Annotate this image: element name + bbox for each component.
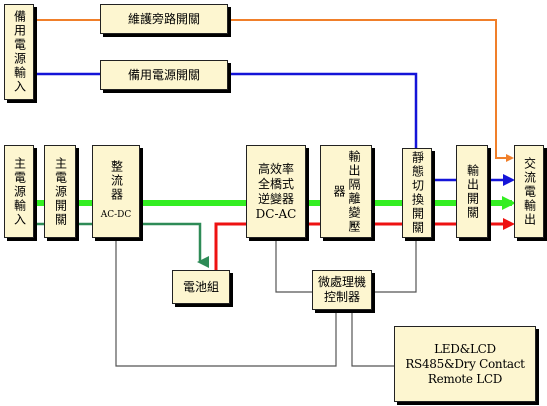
backup-input-box: 備用電源輸入 (4, 4, 34, 100)
bypass-maintenance-switch-box: 維護旁路開關 (100, 4, 228, 34)
rectifier-sublabel: AC-DC (100, 210, 132, 220)
mcu-line-2: 控制器 (323, 290, 360, 304)
output-switch-box: 輸出開關 (456, 145, 488, 238)
battery-charge-line (140, 222, 209, 268)
battery-discharge-line (214, 222, 246, 270)
rectifier-box: 整流器 AC-DC (92, 145, 140, 238)
battery-box: 電池組 (172, 270, 230, 304)
control-static (372, 238, 417, 293)
comm-line-1: LED&LCD (434, 341, 496, 356)
static-transfer-switch-box: 靜態切換開關 (402, 148, 432, 238)
communication-box: LED&LCD RS485&Dry Contact Remote LCD (394, 326, 536, 402)
control-comm (351, 310, 394, 367)
mcu-line-1: 微處理機 (317, 275, 366, 289)
inverter-line-3: 逆變器 (257, 191, 294, 206)
main-input-box: 主電源輸入 (4, 145, 34, 238)
control-inverter (275, 238, 312, 293)
ac-output-box: 交流電輸出 (514, 145, 544, 238)
backup-power-switch-box: 備用電源開關 (100, 60, 228, 90)
isolation-transformer-box: 輸出隔離變壓器 (320, 145, 372, 238)
inverter-line-2: 全橋式 (257, 176, 294, 191)
bypass-line-out (228, 19, 514, 162)
microprocessor-controller-box: 微處理機 控制器 (312, 270, 372, 310)
inverter-line-1: 高效率 (257, 161, 294, 176)
rectifier-label: 整流器 (109, 160, 124, 202)
comm-line-3: Remote LCD (427, 371, 503, 386)
control-rectifier (115, 238, 337, 367)
inverter-line-4: DC-AC (255, 206, 297, 221)
backup-line-out (228, 72, 418, 148)
main-power-switch-box: 主電源開關 (44, 145, 76, 238)
comm-line-2: RS485&Dry Contact (405, 356, 525, 371)
inverter-box: 高效率 全橋式 逆變器 DC-AC (246, 145, 306, 238)
